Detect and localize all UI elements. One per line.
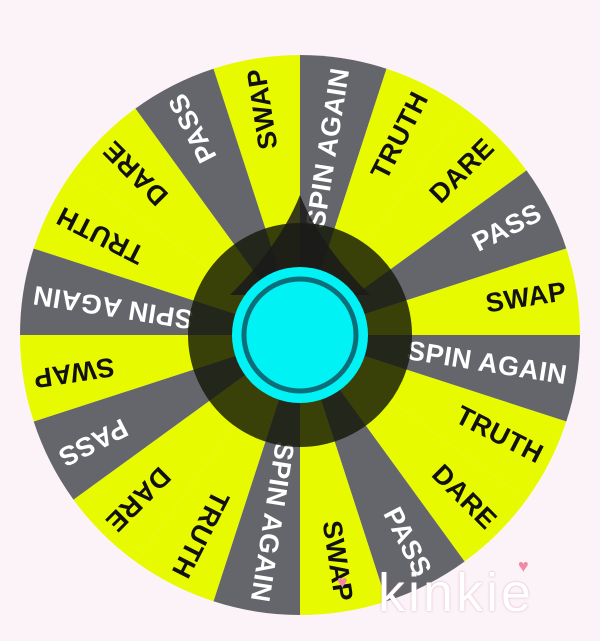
brand-logo: kinkie (378, 562, 534, 624)
brand-name: kinkie (378, 563, 535, 623)
spin-button[interactable] (232, 267, 368, 403)
spinner-pointer-icon (230, 195, 370, 295)
pointer-tip (230, 195, 370, 295)
hub-ring (241, 276, 359, 394)
heart-icon: ♥ (518, 556, 529, 576)
heart-icon: ♥ (337, 572, 348, 592)
hub-inner[interactable] (248, 283, 352, 387)
